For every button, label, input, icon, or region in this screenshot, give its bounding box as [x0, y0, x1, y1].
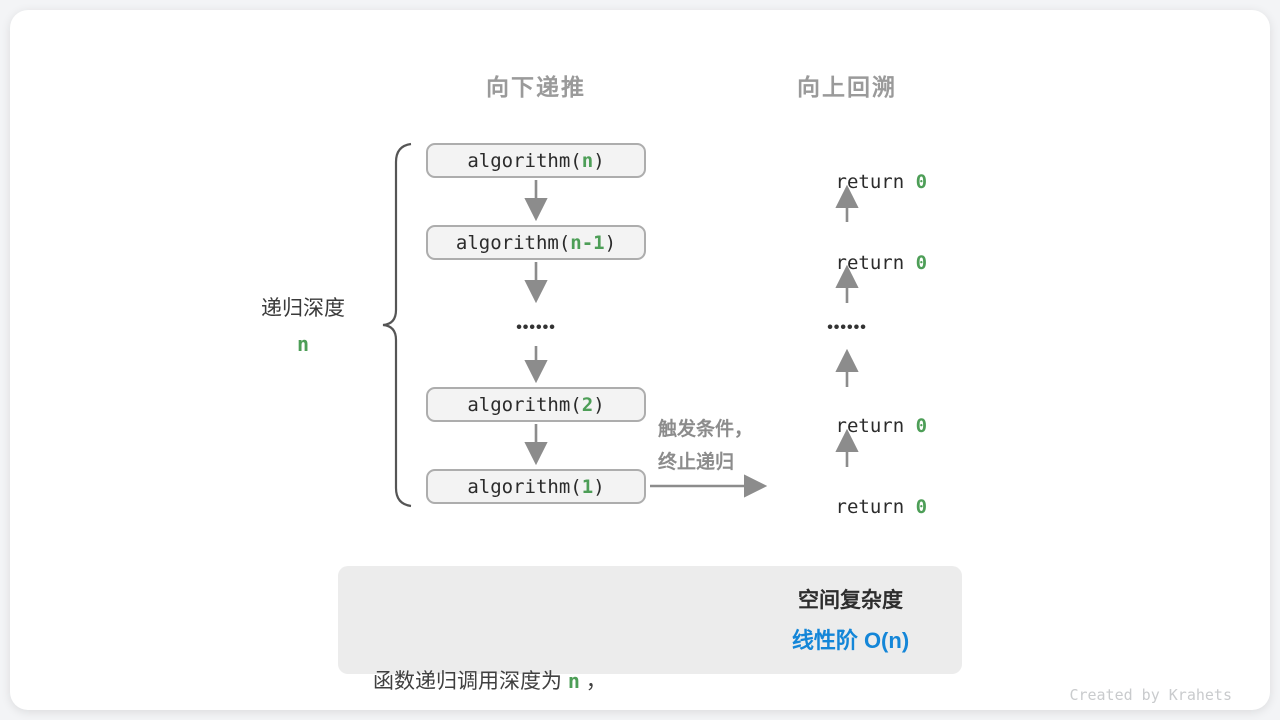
summary-var: n — [567, 669, 580, 693]
depth-label-group: 递归深度 n — [240, 292, 366, 356]
call-code: algorithm( — [467, 149, 582, 172]
depth-brace-icon — [382, 142, 412, 508]
summary-panel — [338, 566, 962, 674]
trigger-note-line1: 触发条件， — [658, 419, 754, 440]
call-box-1: algorithm(1) — [426, 469, 646, 504]
trigger-note-line2: 终止递归 — [658, 452, 735, 473]
call-code: ) — [593, 475, 605, 498]
summary-statement: 函数递归调用深度为 n ， 共使用 O(n) 的栈帧空间 — [373, 581, 607, 720]
trigger-note: 触发条件， 终止递归 — [658, 413, 768, 479]
summary-text: ， — [579, 670, 607, 693]
call-code: ) — [593, 393, 605, 416]
return-value: 0 — [915, 415, 928, 437]
summary-line1: 函数递归调用深度为 n ， — [373, 661, 607, 702]
call-code: algorithm( — [455, 231, 571, 254]
call-arg: n-1 — [570, 231, 605, 254]
call-code: ) — [593, 149, 605, 172]
header-downward-recursion: 向下递推 — [486, 74, 586, 100]
return-value: 0 — [915, 171, 928, 193]
return-keyword: return — [835, 171, 916, 193]
call-code: algorithm( — [467, 393, 582, 416]
call-box-2: algorithm(2) — [426, 387, 646, 422]
call-code: algorithm( — [467, 475, 582, 498]
call-code: ) — [604, 231, 617, 254]
call-box-n: algorithm(n) — [426, 143, 646, 178]
return-keyword: return — [835, 496, 916, 518]
call-arg: 2 — [581, 393, 594, 416]
return-statement: return 0 — [737, 474, 957, 518]
credit-text: Created by Krahets — [1069, 686, 1232, 704]
ellipsis-left: •••••• — [516, 319, 556, 336]
return-statement: return 0 — [737, 149, 957, 193]
summary-conclusion: 空间复杂度 线性阶 O(n) — [758, 581, 943, 661]
return-value: 0 — [915, 496, 928, 518]
return-keyword: return — [835, 252, 916, 274]
return-value: 0 — [915, 252, 928, 274]
return-keyword: return — [835, 415, 916, 437]
diagram-card: 向下递推 向上回溯 递归深度 n algorithm(n) algorithm(… — [10, 10, 1270, 710]
ellipsis-right: •••••• — [827, 319, 867, 336]
depth-label: 递归深度 — [261, 297, 345, 320]
header-upward-backtrack: 向上回溯 — [797, 74, 897, 100]
summary-text: 函数递归调用深度为 — [373, 670, 568, 693]
complexity-title: 空间复杂度 — [798, 589, 903, 612]
complexity-result: 线性阶 O(n) — [791, 628, 910, 653]
call-arg: 1 — [581, 475, 594, 498]
call-box-n-1: algorithm(n-1) — [426, 225, 646, 260]
return-statement: return 0 — [737, 230, 957, 274]
depth-variable: n — [296, 332, 310, 356]
return-statement: return 0 — [737, 393, 957, 437]
call-arg: n — [581, 149, 594, 172]
